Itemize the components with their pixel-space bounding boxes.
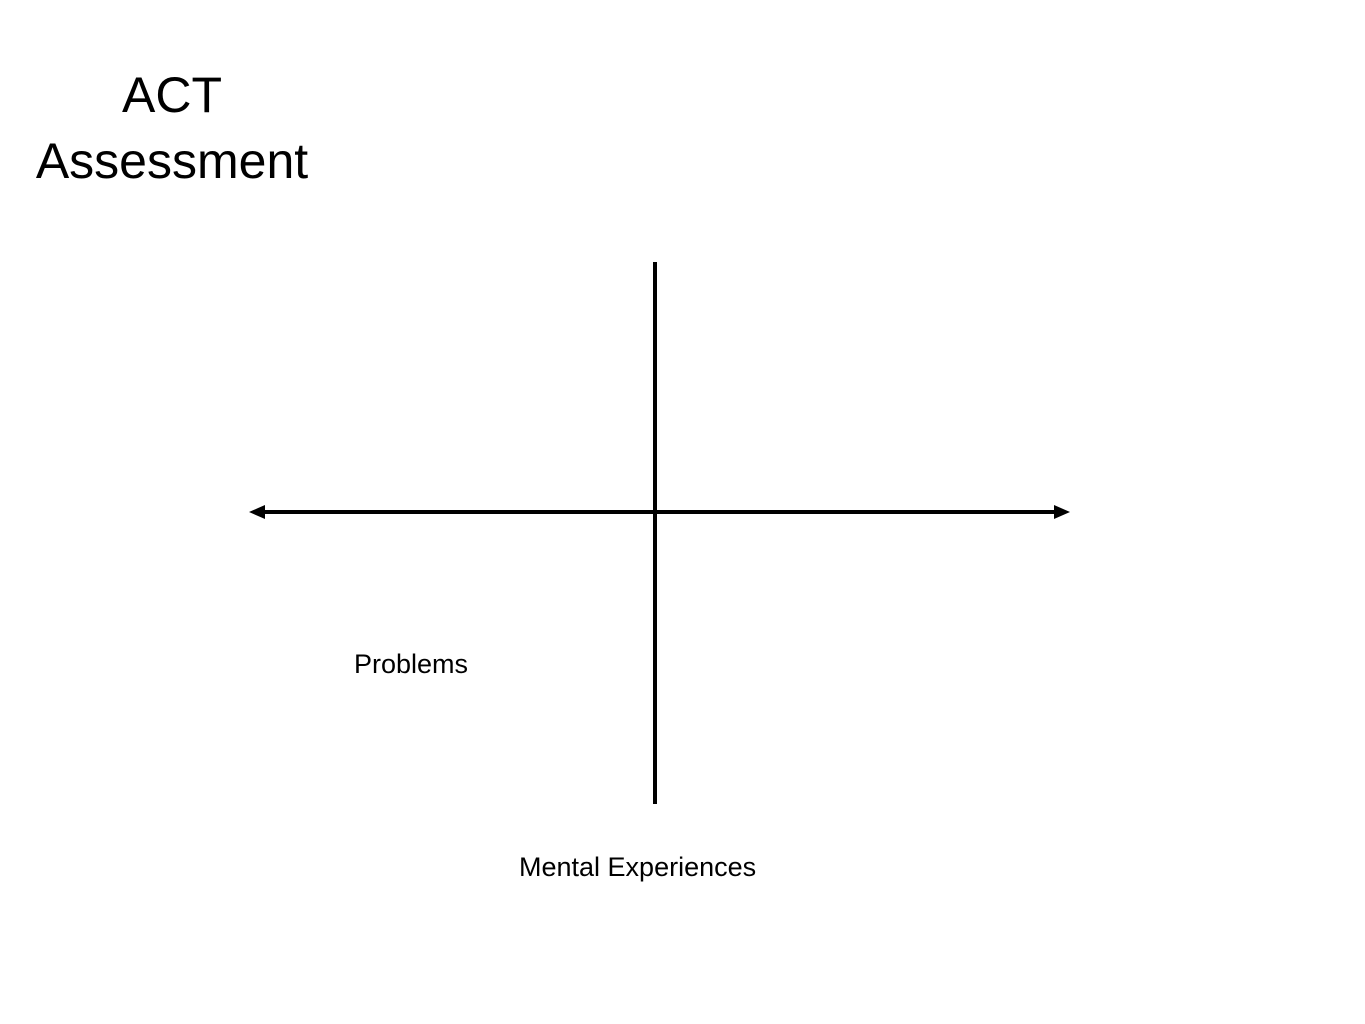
left-arrowhead-icon (249, 505, 265, 519)
problems-label: Problems (354, 649, 469, 679)
mental-experiences-label: Mental Experiences (519, 852, 757, 882)
slide-title-line-1: ACT (122, 67, 222, 123)
slide-title-line-2: Assessment (35, 133, 309, 189)
right-arrowhead-icon (1054, 505, 1070, 519)
slide-title: ACT Assessment (0, 62, 344, 194)
